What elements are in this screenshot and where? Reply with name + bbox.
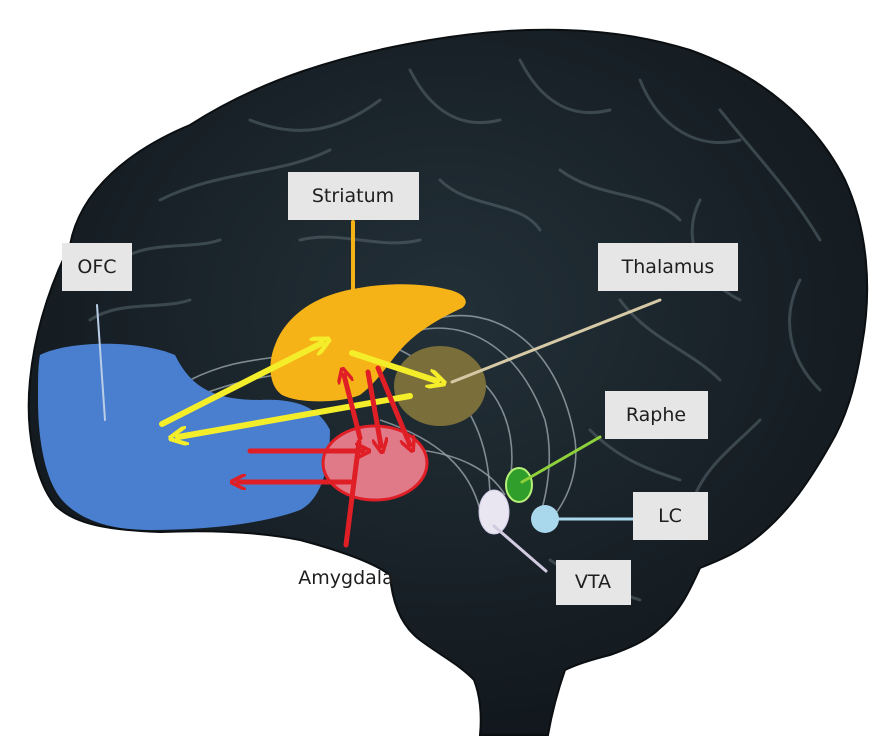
label-lc-text: LC: [658, 505, 682, 527]
vta-leader: [492, 524, 548, 573]
amygdala-to-striatum-arrow: [344, 375, 363, 441]
ofc-to-striatum-arrow: [159, 343, 322, 427]
striatum-to-amygdala-arrow: [365, 369, 381, 446]
thalamus-region: [394, 346, 486, 426]
label-thalamus-text: Thalamus: [621, 256, 715, 278]
red-connections: [238, 365, 410, 548]
leader-lines: [96, 220, 662, 573]
raphe-leader: [520, 435, 602, 484]
label-striatum-text: Striatum: [312, 185, 394, 207]
striatum-to-thalamus-arrow: [349, 350, 437, 381]
label-vta-text: VTA: [575, 571, 611, 593]
label-vta: VTA: [556, 560, 631, 605]
label-raphe: Raphe: [605, 391, 708, 439]
label-lc: LC: [633, 492, 708, 540]
raphe-nucleus: [505, 467, 533, 503]
ofc-leader: [96, 304, 106, 421]
label-amygdala-text: Amygdala: [298, 567, 393, 589]
label-thalamus: Thalamus: [598, 243, 738, 291]
label-ofc: OFC: [62, 243, 132, 291]
vta-nucleus: [478, 489, 510, 535]
amygdala-pointer-line: [343, 439, 362, 548]
thalamus-to-amygdala-arrow: [375, 365, 410, 445]
lc-nucleus: [531, 505, 559, 533]
thalamus-leader: [450, 298, 662, 384]
amygdala-region: [321, 424, 429, 502]
label-ofc-text: OFC: [77, 256, 116, 278]
label-raphe-text: Raphe: [626, 404, 686, 426]
striatum-region: [270, 284, 466, 402]
label-striatum: Striatum: [288, 172, 419, 220]
